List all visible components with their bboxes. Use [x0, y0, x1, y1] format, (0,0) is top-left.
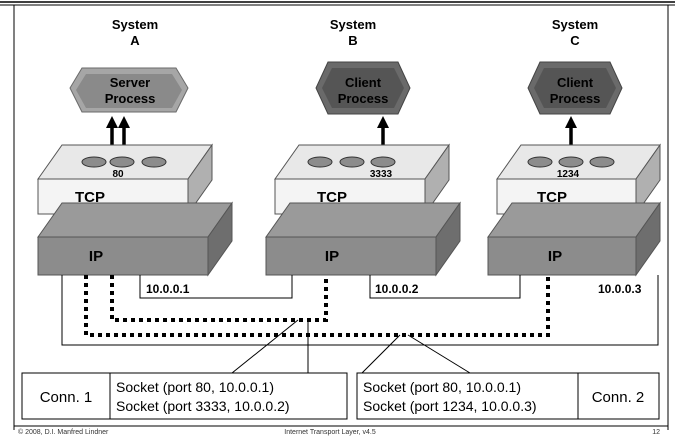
- ip-a-label: IP: [89, 248, 103, 265]
- port-a-number: 80: [112, 169, 124, 180]
- conn-1-box: [21, 372, 348, 420]
- client-process-c-face: [534, 68, 616, 108]
- conn-1-socket-2: Socket (port 3333, 10.0.0.2): [116, 398, 290, 414]
- callout-conn2-left: [361, 334, 401, 374]
- callout-conn1-left: [231, 319, 299, 374]
- ip-a-front: [37, 236, 209, 276]
- system-c: System C Client Process TCP 1234 IP 10.0…: [487, 17, 661, 296]
- tcp-c-label: TCP: [537, 189, 567, 206]
- port-c-2: [558, 156, 584, 168]
- callouts: [231, 319, 471, 374]
- server-process-label-1: Server: [110, 75, 150, 90]
- arrow-b-head: [377, 116, 389, 128]
- system-a: System A Server Process TCP 80 IP 10.0.0…: [37, 17, 233, 296]
- port-b-number: 3333: [370, 169, 393, 180]
- ip-b-label: IP: [325, 248, 339, 265]
- footer-title: Internet Transport Layer, v4.5: [284, 429, 376, 436]
- client-process-b-face: [322, 68, 404, 108]
- ip-c-front: [487, 236, 637, 276]
- tcp-b-label: TCP: [317, 189, 347, 206]
- ip-c-top: [487, 202, 661, 238]
- port-c-1: [527, 156, 553, 168]
- conn-2-box: [356, 372, 660, 420]
- conn-1-socket-1: Socket (port 80, 10.0.0.1): [116, 379, 274, 395]
- ip-b-address: 10.0.0.2: [375, 282, 419, 296]
- arrow-a2-head: [118, 116, 130, 128]
- conn2-path: [84, 275, 550, 337]
- tcp-a-label: TCP: [75, 189, 105, 206]
- callout-conn2-right: [407, 334, 471, 374]
- network-links: [61, 275, 659, 346]
- ip-a-address: 10.0.0.1: [146, 282, 190, 296]
- port-b-2: [339, 156, 365, 168]
- ip-c-address: 10.0.0.3: [598, 282, 642, 296]
- link-b-c: [369, 275, 521, 299]
- system-b: System B Client Process TCP 3333 IP 10.0…: [265, 17, 461, 296]
- arrow-c-head: [565, 116, 577, 128]
- port-b-1: [307, 156, 333, 168]
- ip-b-top: [265, 202, 461, 238]
- connection-paths: [84, 275, 550, 337]
- link-a-b: [139, 275, 293, 299]
- port-c-number: 1234: [557, 169, 580, 180]
- system-c-letter: C: [570, 33, 580, 48]
- system-b-label: System: [330, 17, 376, 32]
- ip-b-front: [265, 236, 437, 276]
- client-process-c-label-1: Client: [557, 75, 594, 90]
- client-process-b-label-2: Process: [338, 91, 389, 106]
- conn1-path: [110, 275, 328, 322]
- port-a-1: [81, 156, 107, 168]
- server-process-face: [76, 74, 182, 108]
- arrow-a1-head: [106, 116, 118, 128]
- conn-1-name: Conn. 1: [40, 389, 93, 406]
- system-c-label: System: [552, 17, 598, 32]
- outer-network-line: [61, 275, 659, 346]
- ip-a-top: [37, 202, 233, 238]
- conn-2-socket-1: Socket (port 80, 10.0.0.1): [363, 379, 521, 395]
- conn-2-socket-2: Socket (port 1234, 10.0.0.3): [363, 398, 537, 414]
- conn-2-name: Conn. 2: [592, 389, 645, 406]
- ip-c-label: IP: [548, 248, 562, 265]
- client-process-c-label-2: Process: [550, 91, 601, 106]
- conn-2-table: Socket (port 80, 10.0.0.1) Socket (port …: [356, 372, 660, 420]
- conn-1-table: Conn. 1 Socket (port 80, 10.0.0.1) Socke…: [21, 372, 348, 420]
- port-a-2: [109, 156, 135, 168]
- system-b-letter: B: [348, 33, 357, 48]
- system-a-letter: A: [130, 33, 140, 48]
- system-a-label: System: [112, 17, 158, 32]
- port-b-3: [370, 156, 396, 168]
- server-process-label-2: Process: [105, 91, 156, 106]
- footer-page: 12: [652, 429, 660, 436]
- client-process-b-label-1: Client: [345, 75, 382, 90]
- footer-copyright: © 2008, D.I. Manfred Lindner: [18, 428, 109, 436]
- port-a-3: [141, 156, 167, 168]
- port-c-3: [589, 156, 615, 168]
